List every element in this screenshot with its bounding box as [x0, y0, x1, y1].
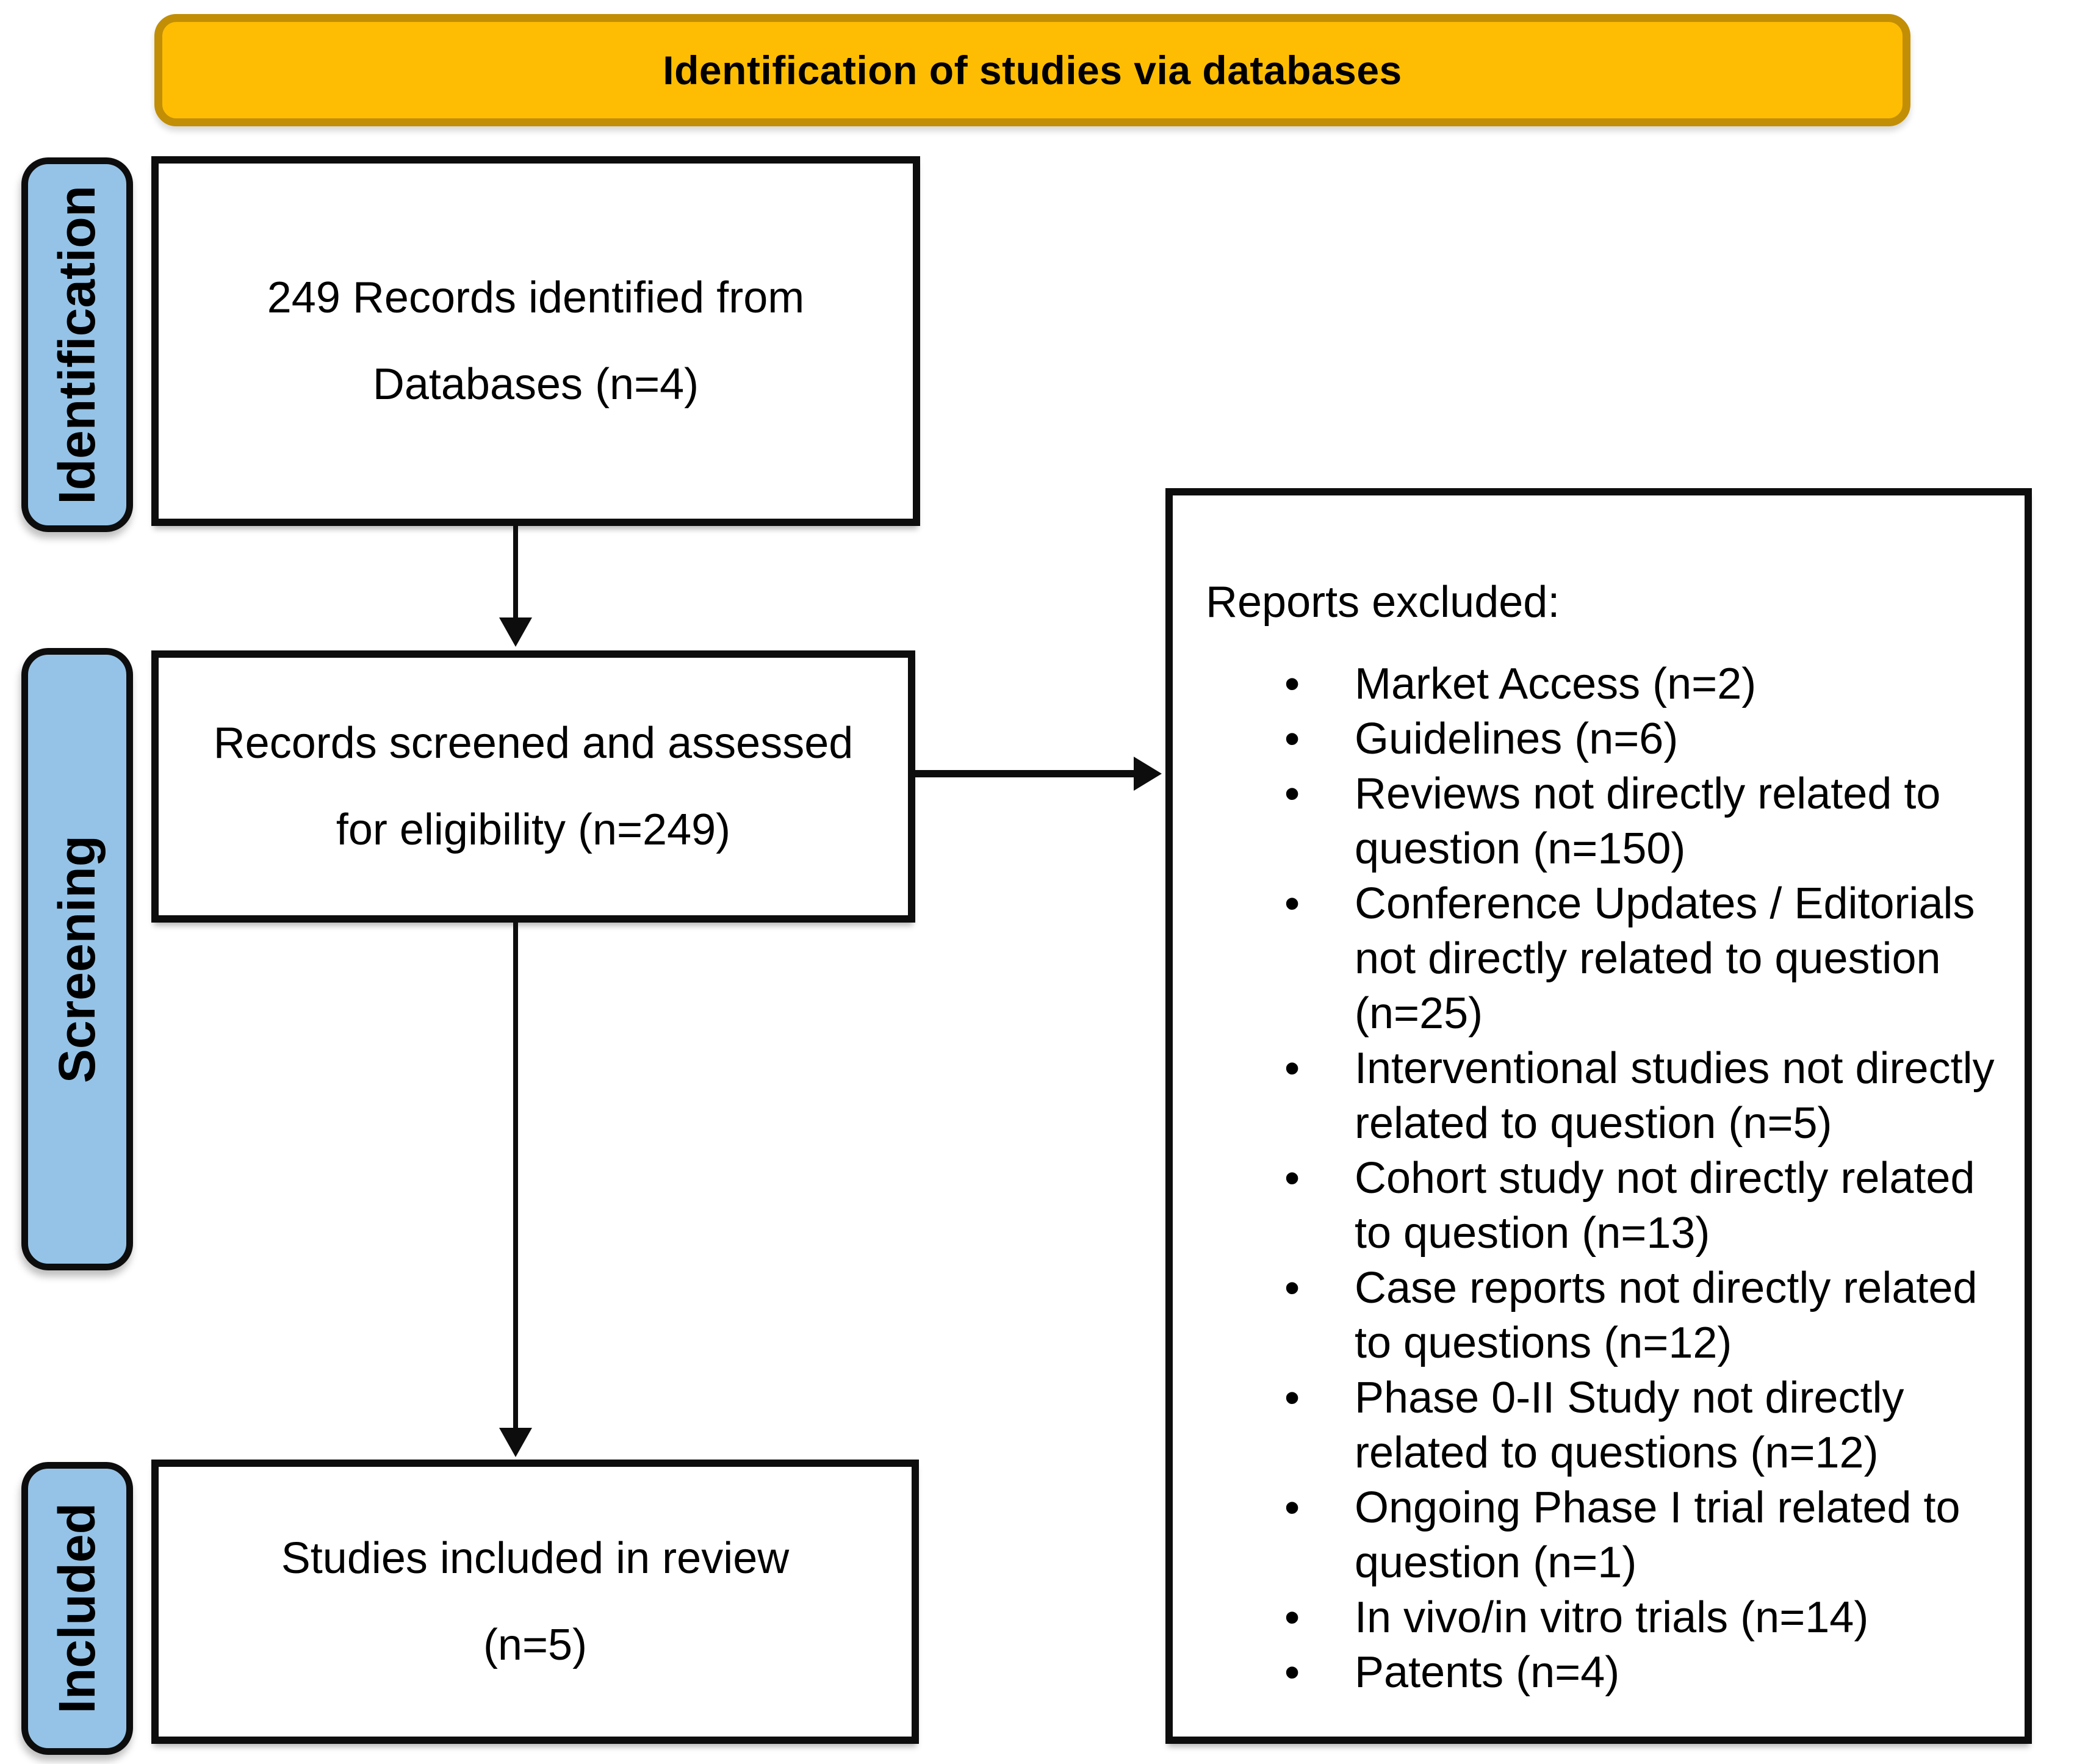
arrow-screened-to-excluded — [915, 770, 1135, 777]
excluded-item: Interventional studies not directly rela… — [1206, 1041, 2001, 1151]
reports-excluded-title: Reports excluded: — [1206, 578, 1560, 627]
stage-label-screening: Screening — [21, 648, 133, 1270]
reports-excluded-content: Reports excluded: Market Access (n=2) Gu… — [1173, 495, 2025, 1700]
banner-title: Identification of studies via databases — [663, 48, 1402, 93]
stage-label-screening-text: Screening — [48, 835, 106, 1084]
excluded-item: Patents (n=4) — [1206, 1645, 2001, 1700]
reports-excluded-box: Reports excluded: Market Access (n=2) Gu… — [1165, 488, 2032, 1744]
excluded-item: Cohort study not directly related to que… — [1206, 1151, 2001, 1261]
records-screened-line1: Records screened and assessed — [213, 719, 854, 768]
stage-label-included: Included — [21, 1462, 133, 1755]
excluded-item: Reviews not directly related to question… — [1206, 766, 2001, 876]
records-screened-line2: for eligibility (n=249) — [336, 805, 731, 854]
excluded-item: Phase 0-II Study not directly related to… — [1206, 1370, 2001, 1480]
excluded-item: Ongoing Phase I trial related to questio… — [1206, 1480, 2001, 1590]
excluded-item: Guidelines (n=6) — [1206, 711, 2001, 766]
arrow-identified-to-screened — [513, 526, 518, 619]
stage-label-included-text: Included — [48, 1503, 106, 1714]
studies-included-line2: (n=5) — [483, 1621, 588, 1669]
stage-label-identification: Identification — [21, 157, 133, 532]
records-identified-line2: Databases (n=4) — [372, 360, 699, 409]
excluded-item: Conference Updates / Editorials not dire… — [1206, 876, 2001, 1041]
studies-included-line1: Studies included in review — [281, 1534, 790, 1583]
reports-excluded-list: Market Access (n=2) Guidelines (n=6) Rev… — [1206, 657, 2006, 1700]
stage-label-identification-text: Identification — [48, 185, 106, 505]
records-screened-box: Records screened and assessed for eligib… — [151, 650, 915, 923]
excluded-item: In vivo/in vitro trials (n=14) — [1206, 1590, 2001, 1645]
records-identified-box: 249 Records identified from Databases (n… — [151, 156, 920, 526]
arrow-screened-to-included — [513, 923, 518, 1429]
excluded-item: Case reports not directly related to que… — [1206, 1261, 2001, 1370]
excluded-item: Market Access (n=2) — [1206, 657, 2001, 711]
banner: Identification of studies via databases — [154, 14, 1910, 126]
studies-included-box: Studies included in review (n=5) — [151, 1460, 919, 1744]
records-identified-line1: 249 Records identified from — [267, 273, 805, 322]
